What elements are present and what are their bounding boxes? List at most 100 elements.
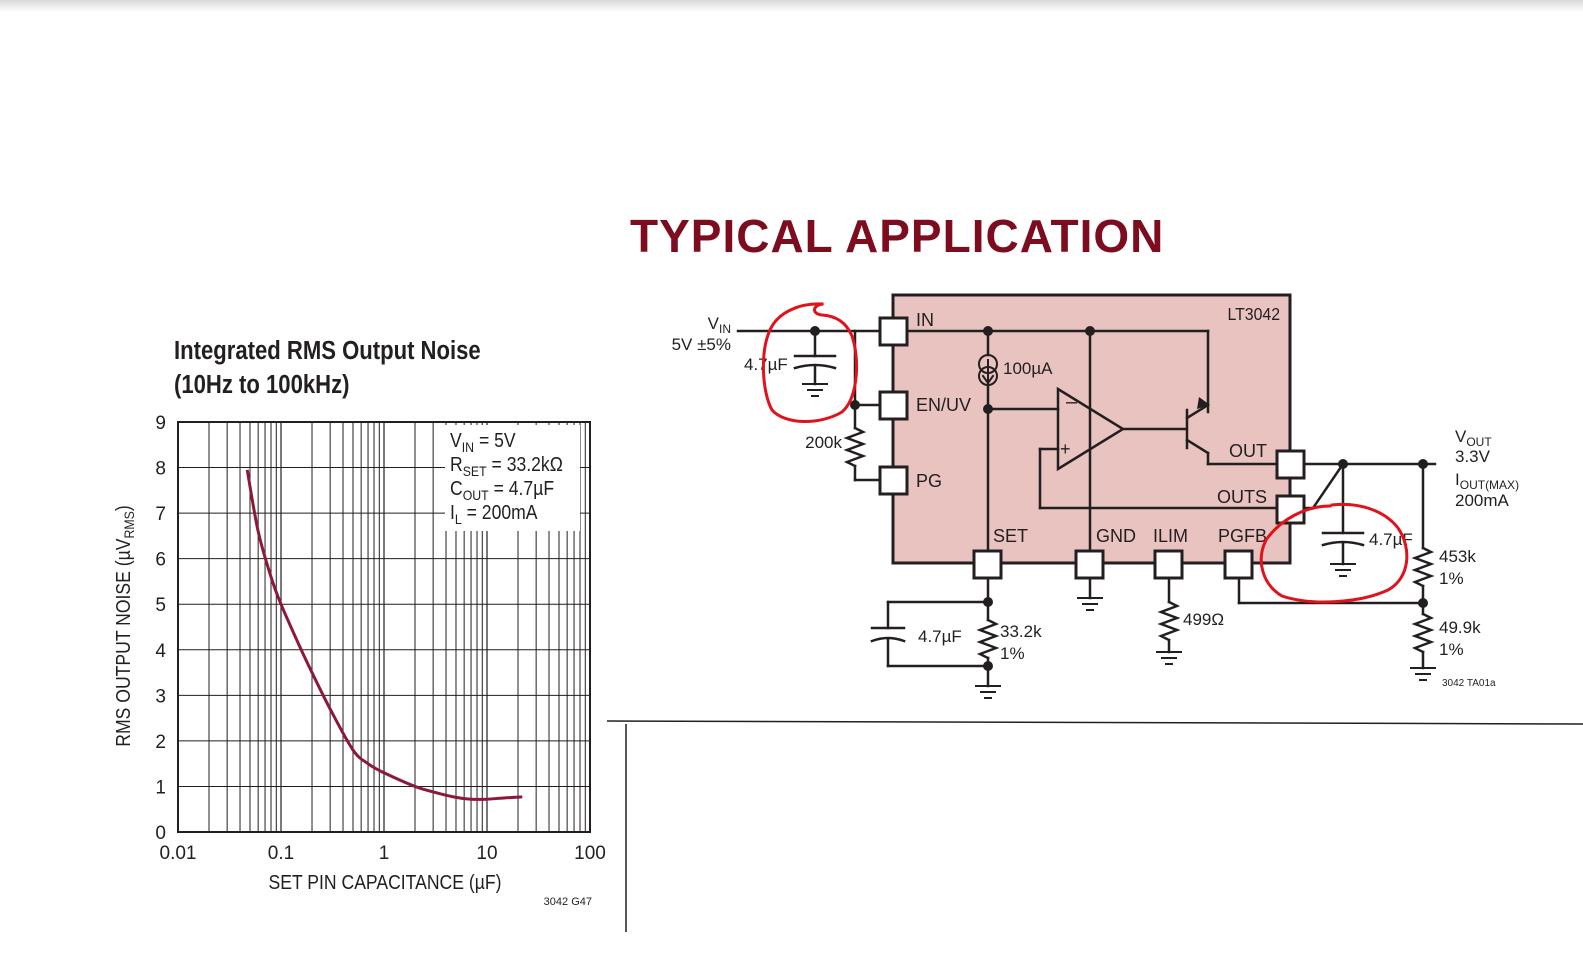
opamp-plus-sign: + bbox=[1060, 439, 1071, 459]
noise-chart: Integrated RMS Output Noise (10Hz to 100… bbox=[112, 336, 606, 908]
pin-pg-label: PG bbox=[916, 471, 942, 491]
pin-pg-square bbox=[878, 465, 909, 496]
pin-en-uv-square bbox=[878, 390, 909, 421]
pin-en-uv-label: EN/UV bbox=[916, 395, 971, 415]
y-tick-label: 8 bbox=[155, 459, 166, 480]
iout-label-sub: OUT(MAX) bbox=[1460, 478, 1519, 492]
condition-value: = 4.7µF bbox=[489, 477, 554, 499]
y-tick-label: 4 bbox=[155, 641, 166, 662]
chart-condition-line: COUT = 4.7µF bbox=[450, 477, 554, 503]
ic-pins bbox=[878, 316, 1306, 580]
pin-outs-label: OUTS bbox=[1217, 487, 1267, 507]
chart-y-axis-label: RMS OUTPUT NOISE (µVRMS) bbox=[112, 505, 137, 746]
pin-in-label: IN bbox=[916, 310, 934, 330]
pin-pgfb-label: PGFB bbox=[1218, 526, 1267, 546]
section-divider-horizontal bbox=[606, 720, 1583, 725]
chart-conditions-box bbox=[445, 425, 580, 531]
typical-application-heading: TYPICAL APPLICATION bbox=[630, 210, 1164, 262]
pin-set-label: SET bbox=[993, 526, 1028, 546]
pin-out-square bbox=[1275, 449, 1306, 480]
schematic-wires bbox=[736, 329, 1437, 688]
pin-out-label: OUT bbox=[1229, 441, 1267, 461]
y-tick-label: 1 bbox=[155, 777, 166, 798]
chart-condition-line: IL = 200mA bbox=[450, 501, 538, 527]
pin-ilim-label: ILIM bbox=[1153, 526, 1188, 546]
rset-tolerance: 1% bbox=[1000, 644, 1025, 663]
pin-gnd-label: GND bbox=[1096, 526, 1136, 546]
chart-condition-line: RSET = 33.2kΩ bbox=[450, 453, 563, 479]
iout-label-main: I bbox=[1455, 470, 1460, 489]
x-tick-label: 1 bbox=[379, 843, 390, 864]
r-pg-value: 200k bbox=[805, 433, 842, 452]
noise-curve-line bbox=[245, 469, 523, 801]
y-tick-label: 7 bbox=[155, 504, 166, 525]
y-tick-label: 5 bbox=[155, 595, 166, 616]
r-top-value: 453k bbox=[1439, 547, 1476, 566]
pin-gnd-square bbox=[1074, 549, 1105, 580]
y-axis-label-main: RMS OUTPUT NOISE (µV bbox=[112, 538, 134, 747]
y-tick-label: 9 bbox=[155, 413, 166, 434]
condition-subscript: OUT bbox=[463, 487, 489, 503]
component-labels: VIN 5V ±5% 4.7µF 200k 100µA 4.7µF 33.2k … bbox=[672, 314, 1519, 663]
chart-x-axis-label: SET PIN CAPACITANCE (µF) bbox=[269, 871, 502, 893]
lt3042-ic-body bbox=[891, 293, 1292, 565]
x-tick-label: 0.1 bbox=[268, 843, 294, 864]
pin-ilim-square bbox=[1153, 549, 1184, 580]
current-source-value: 100µA bbox=[1003, 359, 1053, 378]
cin-value: 4.7µF bbox=[744, 355, 788, 374]
condition-symbol: I bbox=[450, 501, 455, 523]
chart-title-line1: Integrated RMS Output Noise bbox=[174, 336, 481, 365]
condition-symbol: R bbox=[450, 453, 463, 475]
condition-subscript: L bbox=[455, 511, 462, 527]
vin-value: 5V ±5% bbox=[672, 335, 731, 354]
pin-pgfb-square bbox=[1223, 549, 1254, 580]
x-tick-label: 0.01 bbox=[160, 843, 197, 864]
cset-value: 4.7µF bbox=[918, 627, 962, 646]
condition-value: = 200mA bbox=[462, 501, 538, 523]
vout-label-main: V bbox=[1455, 427, 1467, 446]
window-top-shadow bbox=[0, 0, 1583, 12]
pin-labels: IN EN/UV PG OUT OUTS SET GND ILIM PGFB bbox=[916, 310, 1267, 546]
red-annotations bbox=[762, 302, 1409, 604]
rilim-value: 499Ω bbox=[1183, 610, 1224, 629]
y-tick-label: 6 bbox=[155, 550, 166, 571]
vin-label-sub: IN bbox=[719, 322, 731, 336]
vin-label: VIN bbox=[708, 314, 731, 336]
vout-value: 3.3V bbox=[1455, 447, 1491, 466]
pin-in-square bbox=[878, 316, 909, 347]
r-bot-value: 49.9k bbox=[1439, 618, 1481, 637]
current-source-symbol bbox=[978, 354, 998, 386]
condition-symbol: C bbox=[450, 477, 463, 499]
r-top-tolerance: 1% bbox=[1439, 569, 1464, 588]
schematic: LT3042 bbox=[672, 293, 1519, 699]
annotation-circle-output-cap bbox=[1259, 502, 1409, 604]
iout-value: 200mA bbox=[1455, 491, 1510, 510]
y-axis-label-sub: RMS bbox=[121, 511, 137, 539]
x-tick-label: 10 bbox=[476, 843, 497, 864]
y-tick-label: 3 bbox=[155, 686, 166, 707]
vout-label-sub: OUT bbox=[1466, 435, 1492, 449]
chart-x-ticks: 0.01 0.1 1 10 100 bbox=[160, 843, 606, 864]
iout-label: IOUT(MAX) bbox=[1455, 470, 1519, 492]
chart-figure-code: 3042 G47 bbox=[544, 896, 592, 908]
transistor-arrow bbox=[1197, 397, 1210, 409]
condition-subscript: IN bbox=[462, 439, 474, 455]
condition-value: = 33.2kΩ bbox=[487, 453, 563, 475]
condition-subscript: SET bbox=[463, 463, 487, 479]
y-axis-label-end: ) bbox=[112, 505, 134, 511]
condition-symbol: V bbox=[450, 429, 462, 451]
x-tick-label: 100 bbox=[574, 843, 606, 864]
junction-dots bbox=[810, 326, 1428, 671]
chart-condition-line: VIN = 5V bbox=[450, 429, 516, 455]
chart-plot-frame bbox=[177, 421, 591, 833]
ground-symbols bbox=[802, 383, 1436, 699]
ic-part-number: LT3042 bbox=[1228, 304, 1280, 324]
schematic-figure-code: 3042 TA01a bbox=[1442, 678, 1496, 689]
opamp-minus-sign: – bbox=[1066, 391, 1078, 413]
vin-label-main: V bbox=[708, 314, 720, 333]
rset-value: 33.2k bbox=[1000, 622, 1042, 641]
vout-label: VOUT bbox=[1455, 427, 1492, 449]
